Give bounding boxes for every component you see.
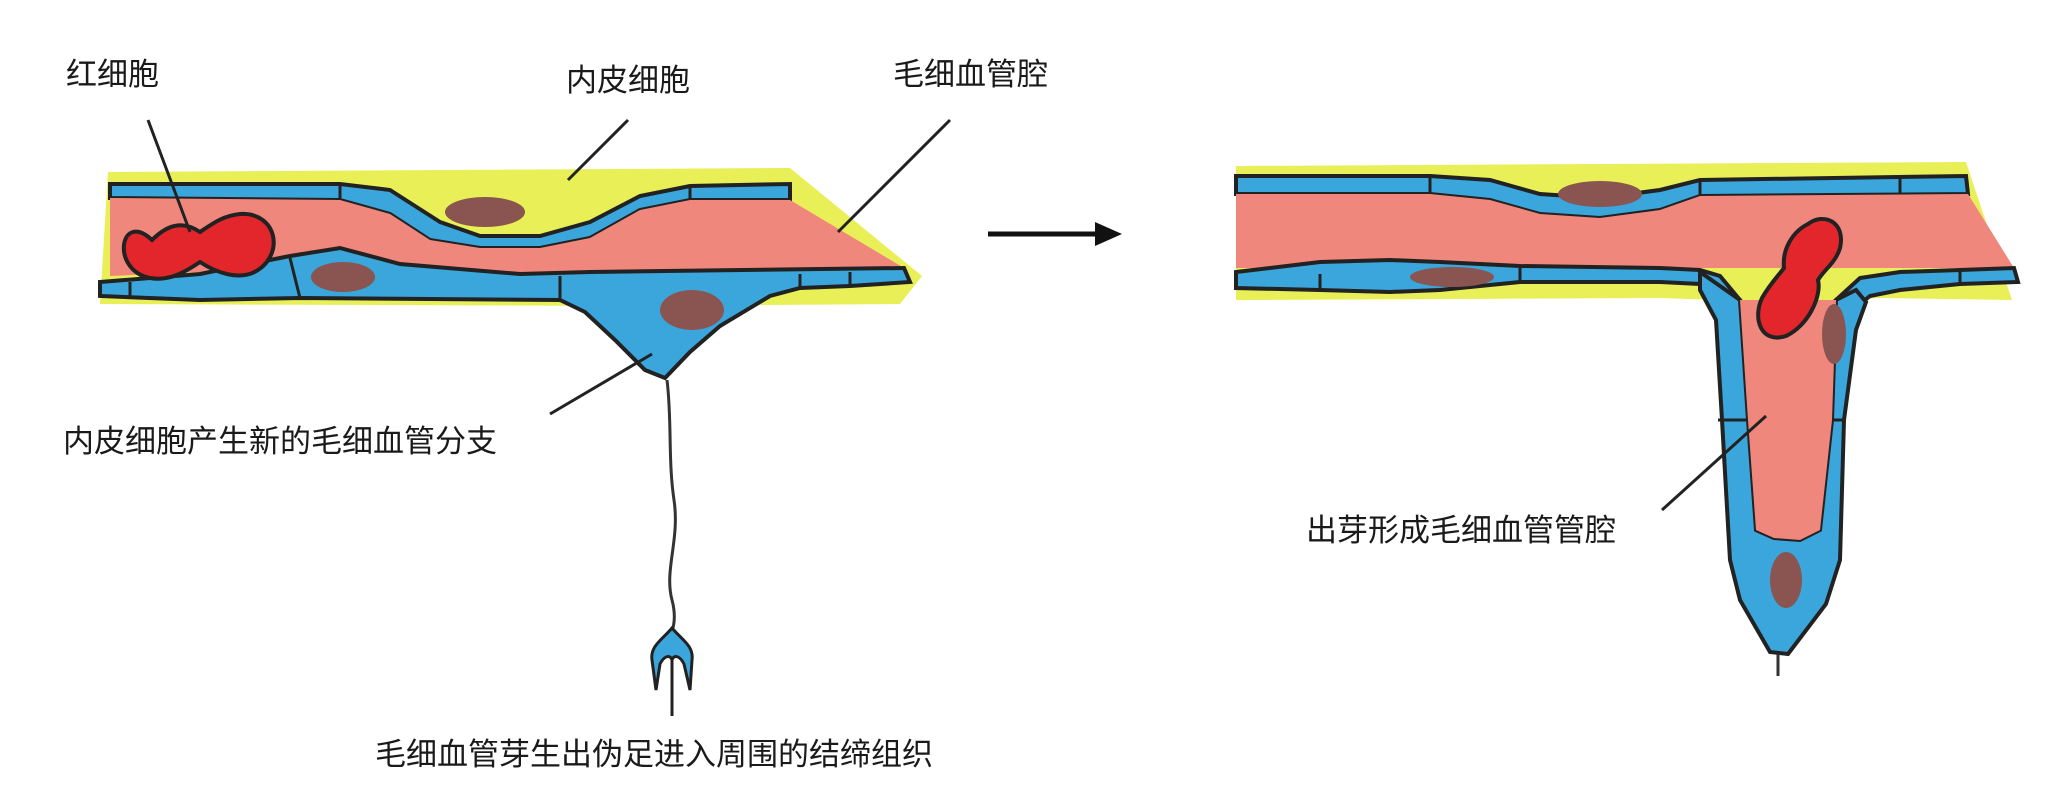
nucleus xyxy=(1822,304,1846,364)
label-capillary-lumen: 毛细血管腔 xyxy=(893,57,1048,93)
left-vessel xyxy=(98,168,922,716)
capillary-lumen xyxy=(110,198,904,276)
right-arrow-icon xyxy=(988,222,1122,246)
red-blood-cell xyxy=(1756,217,1843,340)
label-sprout-lumen: 出芽形成毛细血管管腔 xyxy=(1306,513,1616,549)
red-blood-cell xyxy=(121,211,276,281)
nucleus xyxy=(660,290,724,330)
nucleus xyxy=(445,197,525,227)
label-endothelial-cell: 内皮细胞 xyxy=(566,63,690,99)
nucleus xyxy=(311,262,375,292)
nucleus xyxy=(1410,267,1494,287)
label-red-blood-cell: 红细胞 xyxy=(66,57,159,93)
nucleus xyxy=(1770,552,1802,608)
bottom-endothelium xyxy=(98,245,913,381)
leader-lines-left xyxy=(146,118,952,416)
label-new-branch: 内皮细胞产生新的毛细血管分支 xyxy=(63,424,497,460)
pseudopod xyxy=(665,379,677,633)
right-vessel xyxy=(1234,162,2021,676)
leader-lines-right xyxy=(1660,414,1768,512)
sprout-lumen xyxy=(1740,300,1836,540)
label-pseudopod: 毛细血管芽生出伪足进入周围的结缔组织 xyxy=(375,737,933,773)
nucleus xyxy=(1558,181,1642,207)
